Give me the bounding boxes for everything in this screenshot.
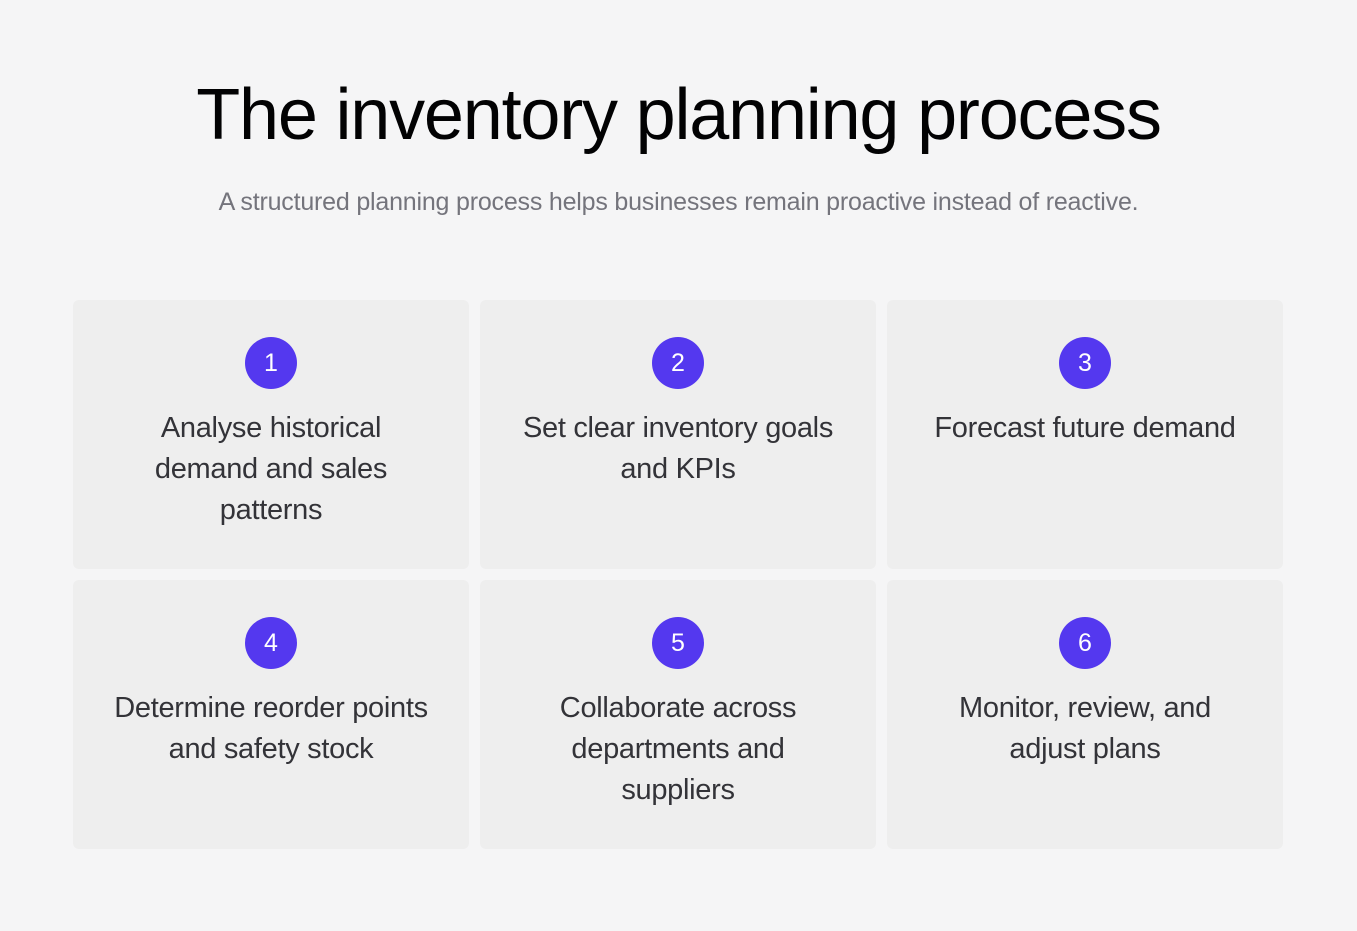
- step-label-6: Monitor, review, and adjust plans: [959, 692, 1211, 765]
- steps-grid: 1 Analyse historical demand and sales pa…: [73, 300, 1283, 849]
- step-card-4: 4 Determine reorder points and safety st…: [73, 580, 469, 849]
- step-number-badge-5: 5: [652, 617, 704, 669]
- step-label-3: Forecast future demand: [934, 412, 1236, 444]
- step-number-badge-6: 6: [1059, 617, 1111, 669]
- step-label-1: Analyse historical demand and sales patt…: [154, 412, 388, 526]
- step-card-5: 5 Collaborate across departments and sup…: [480, 580, 876, 849]
- step-card-2: 2 Set clear inventory goals and KPIs: [480, 300, 876, 569]
- step-label-2: Set clear inventory goals and KPIs: [522, 412, 834, 485]
- step-number-badge-2: 2: [652, 337, 704, 389]
- step-card-6: 6 Monitor, review, and adjust plans: [887, 580, 1283, 849]
- step-number-badge-4: 4: [245, 617, 297, 669]
- step-label-5: Collaborate across departments and suppl…: [559, 692, 797, 806]
- step-card-1: 1 Analyse historical demand and sales pa…: [73, 300, 469, 569]
- page-subtitle: A structured planning process helps busi…: [218, 187, 1139, 216]
- header: The inventory planning process A structu…: [0, 0, 1357, 217]
- step-number-badge-3: 3: [1059, 337, 1111, 389]
- step-card-3: 3 Forecast future demand: [887, 300, 1283, 569]
- step-number-badge-1: 1: [245, 337, 297, 389]
- step-label-4: Determine reorder points and safety stoc…: [114, 692, 428, 765]
- page-title: The inventory planning process: [196, 75, 1162, 155]
